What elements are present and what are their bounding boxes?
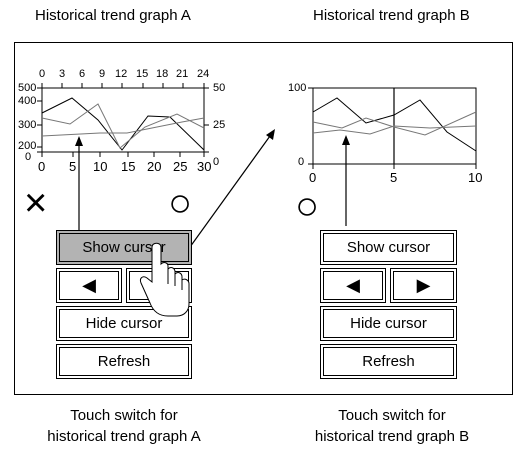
refresh-label: Refresh [362,353,415,370]
tick-label: 25 [173,159,188,174]
graph-a-trend-2 [41,103,205,149]
tick-label: 25 [213,119,226,131]
tick-label: 6 [79,68,86,80]
tick-label: 500 [18,82,37,94]
arrow-up-a [75,136,83,230]
caption-b-line2: historical trend graph B [314,428,470,445]
hide-cursor-button-b[interactable]: Hide cursor [320,306,457,341]
graph-b-trend-1 [312,97,477,152]
tick-label: 0 [213,156,220,168]
caption-a-line2: historical trend graph A [47,428,201,445]
graph-a-trend-3 [41,117,205,137]
tick-label: 3 [59,68,66,80]
tick-label: 50 [213,82,226,94]
tick-label: 12 [115,68,128,80]
graph-a-plot-frame [41,87,205,153]
tick-label: 0 [298,156,305,168]
tick-label: 400 [18,95,37,107]
tick-label: 300 [18,119,37,131]
caption-a-line1: Touch switch for [70,407,178,424]
tick-label: 18 [156,68,169,80]
graph-b-trend-3 [312,125,477,135]
tick-label: 24 [197,68,210,80]
caption-b: Touch switch for historical trend graph … [272,405,512,447]
show-cursor-label: Show cursor [82,239,166,256]
graph-a-bottom-ticks [41,152,205,157]
graph-a-right-ticks [204,87,209,153]
tick-label: 10 [93,159,108,174]
tick-label: 30 [197,159,212,174]
arrow-diagonal [189,129,275,248]
tick-label: 0 [39,68,46,80]
show-cursor-label: Show cursor [346,239,431,256]
refresh-label: Refresh [97,353,151,370]
hide-cursor-label: Hide cursor [85,315,163,332]
graph-b-trend-2 [312,111,477,136]
arrow-up-b [342,135,350,226]
tick-label: 5 [69,159,77,174]
tick-label: 15 [121,159,136,174]
caption-b-line1: Touch switch for [338,407,446,424]
left-arrow-icon: ◀ [82,275,96,295]
tick-label: 0 [309,170,317,185]
tick-label: 200 [18,140,37,152]
caption-a: Touch switch for historical trend graph … [4,405,244,447]
mark-x-graph-a: × [24,181,48,225]
screen-frame [14,42,513,395]
tick-label: 0 [25,151,32,163]
tick-label: 5 [390,170,398,185]
left-arrow-icon: ◀ [346,275,360,295]
mark-circle-graph-b: ○ [295,184,320,228]
mark-circle-between: ○ [168,181,193,225]
graph-a-top-ticks [41,83,205,88]
tick-label: 15 [136,68,149,80]
graph-a-left-ticks [37,87,42,153]
show-cursor-button-a[interactable]: Show cursor [56,230,192,265]
graph-b-header: Historical trend graph B [313,7,470,24]
tick-label: 20 [147,159,162,174]
right-arrow-icon: ▶ [416,275,431,295]
hide-cursor-label: Hide cursor [350,315,427,332]
tick-label: 100 [288,82,307,94]
tick-label: 10 [468,170,483,185]
tick-label: 9 [99,68,106,80]
tick-label: 0 [38,159,46,174]
graph-a-header: Historical trend graph A [35,7,191,24]
tick-label: 21 [176,68,189,80]
